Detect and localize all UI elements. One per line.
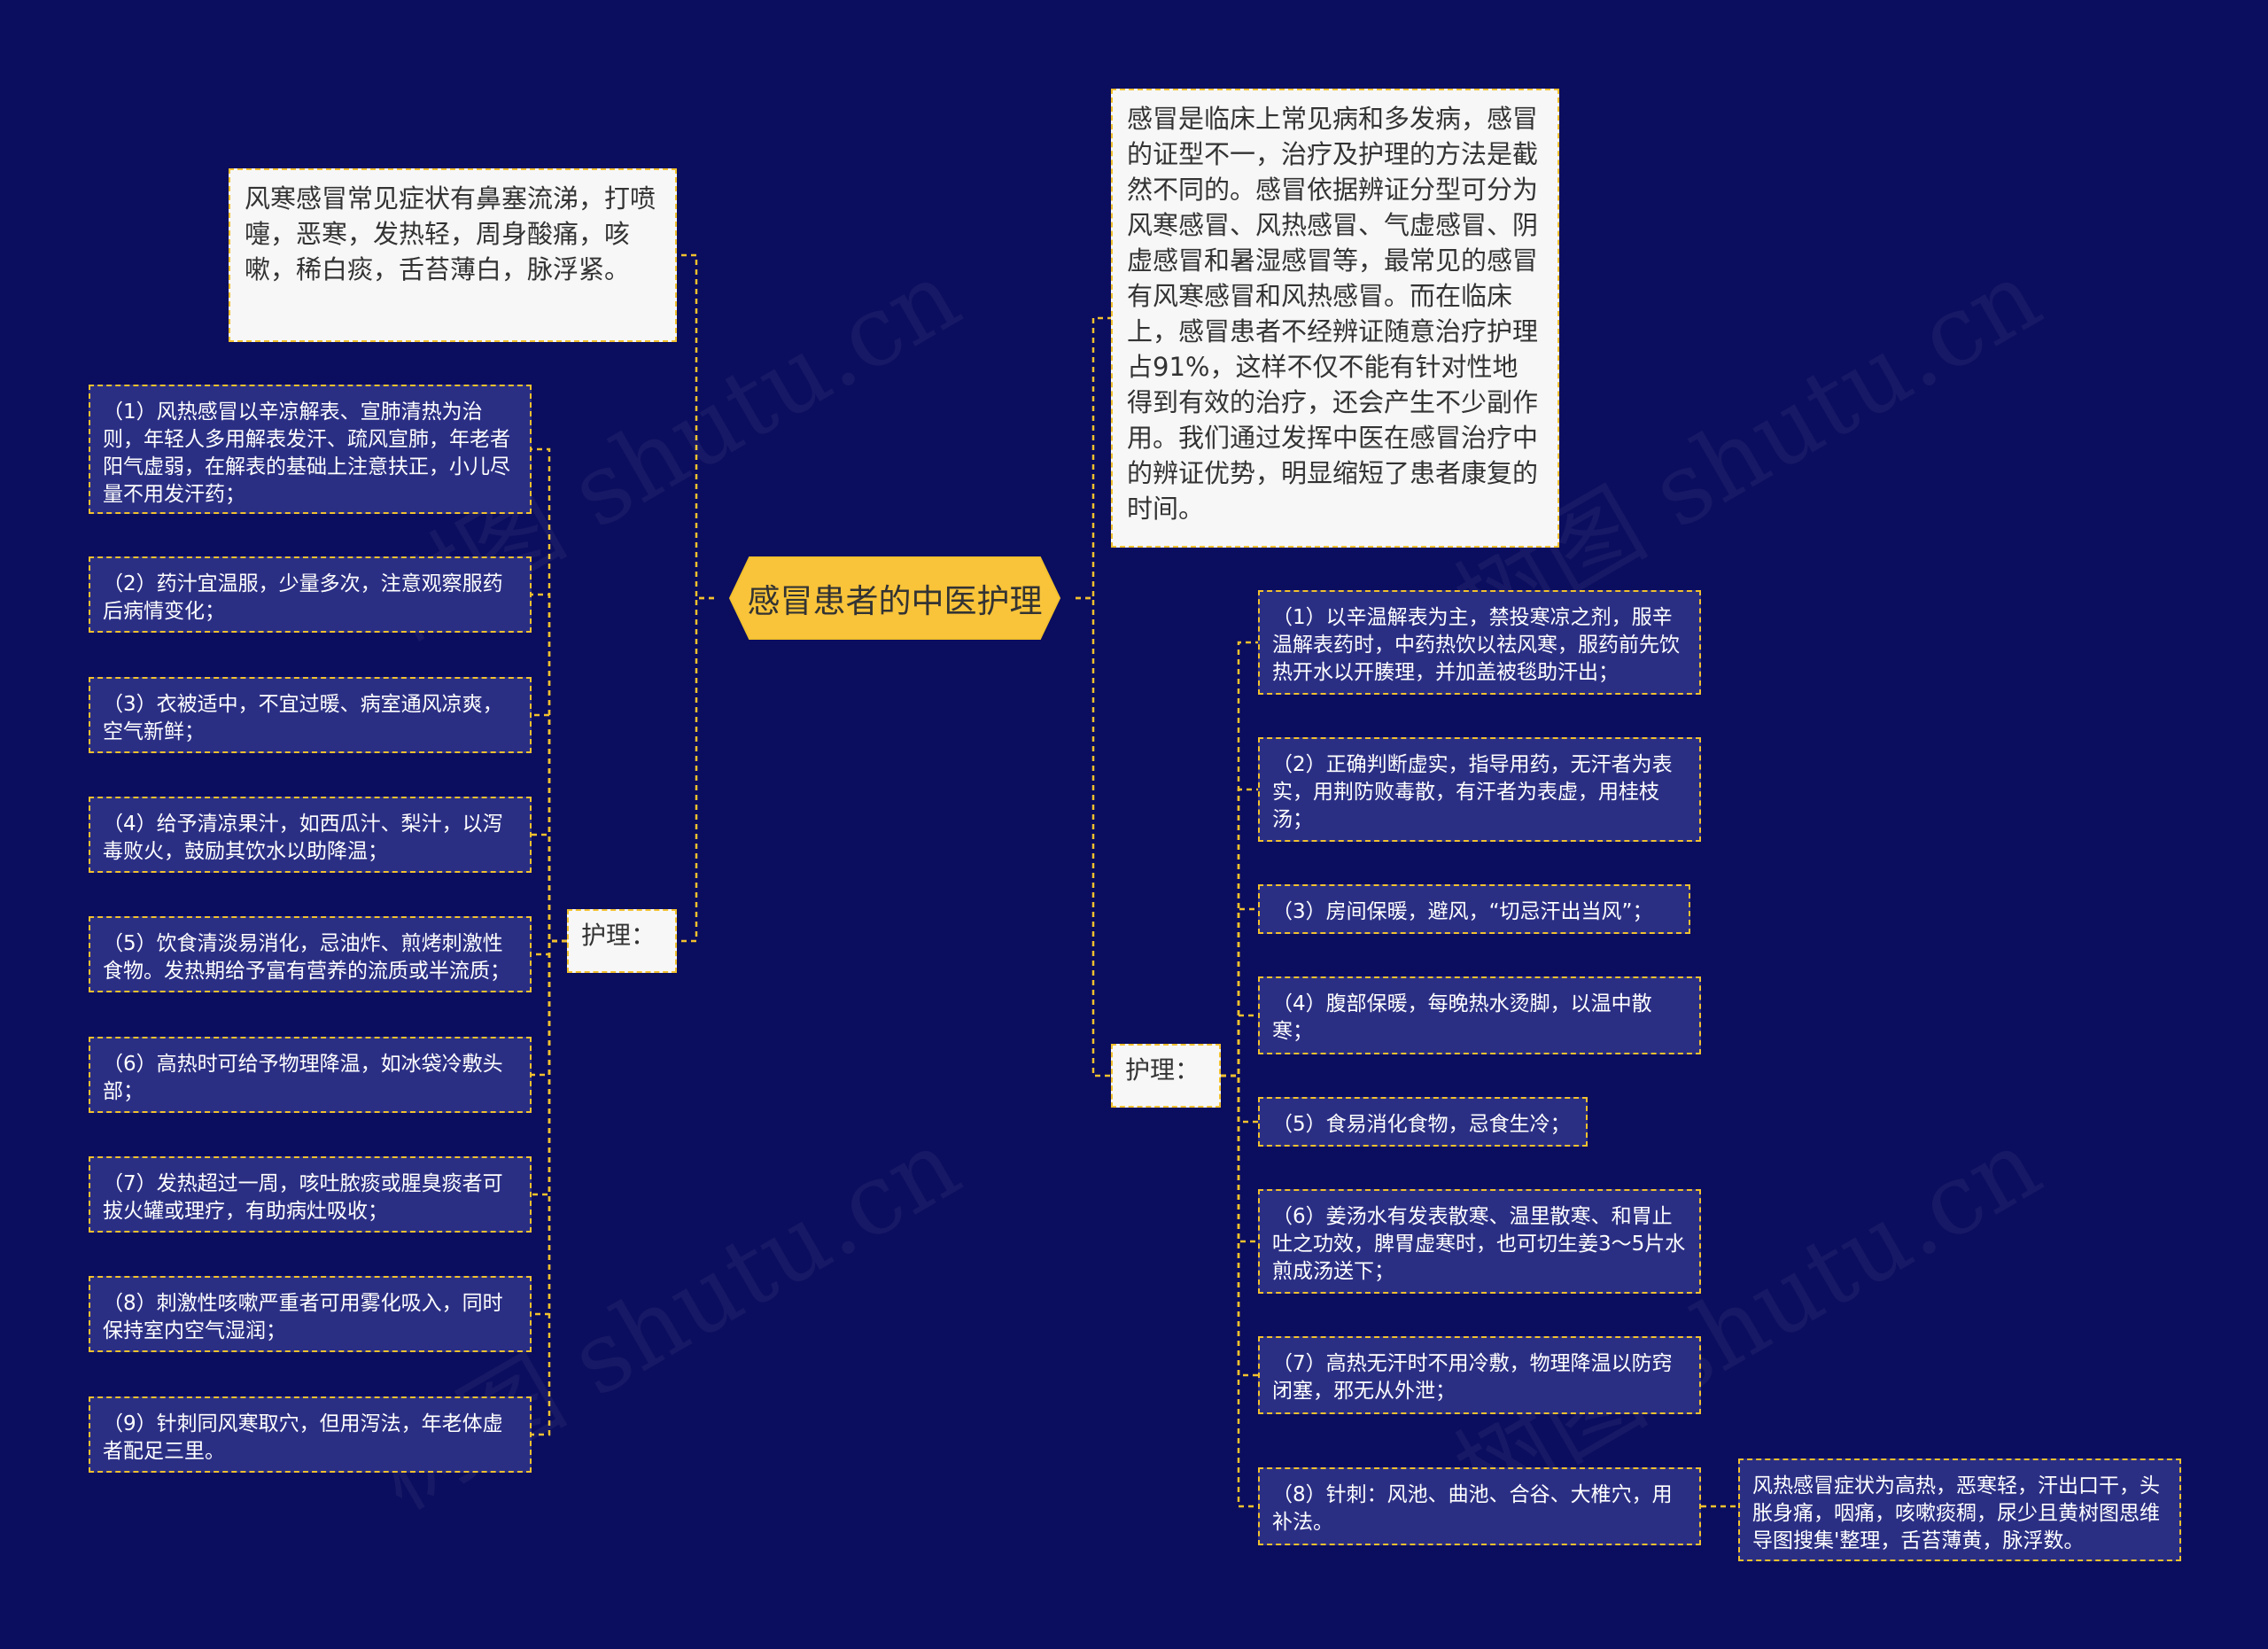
- right-care-item-1[interactable]: （1）以辛温解表为主，禁投寒凉之剂，服辛温解表药时，中药热饮以祛风寒，服药前先饮…: [1258, 590, 1701, 695]
- connector-left-care-item-7: [532, 939, 567, 1196]
- connector-right-care-item-3: [1221, 907, 1258, 1077]
- connector-left-care-item-6: [532, 939, 567, 1077]
- connector-right-care-item-8: [1221, 1074, 1258, 1508]
- left-care-label[interactable]: 护理：: [567, 909, 677, 973]
- root-topic[interactable]: 感冒患者的中医护理: [714, 556, 1076, 641]
- connector-root-right-care: [1076, 596, 1111, 1077]
- left-care-item-4[interactable]: （4）给予清凉果汁，如西瓜汁、梨汁，以泻毒败火，鼓励其饮水以助降温；: [89, 797, 532, 873]
- right-care-item-4[interactable]: （4）腹部保暖，每晚热水烫脚，以温中散寒；: [1258, 976, 1701, 1054]
- connector-left-care-item-2: [532, 593, 567, 943]
- connector-left-care-item-3: [532, 713, 567, 943]
- right-care-item-7[interactable]: （7）高热无汗时不用冷敷，物理降温以防窍闭塞，邪无从外泄；: [1258, 1336, 1701, 1414]
- connector-root-overview: [1076, 316, 1111, 600]
- connector-left-care-item-8: [532, 939, 567, 1316]
- right-care-item-6[interactable]: （6）姜汤水有发表散寒、温里散寒、和胃止吐之功效，脾胃虚寒时，也可切生姜3～5片…: [1258, 1189, 1701, 1294]
- left-care-item-2[interactable]: （2）药汁宜温服，少量多次，注意观察服药后病情变化；: [89, 556, 532, 633]
- left-care-item-1[interactable]: （1）风热感冒以辛凉解表、宣肺清热为治则，年轻人多用解表发汗、疏风宣肺，年老者阳…: [89, 385, 532, 514]
- left-symptoms-node[interactable]: 风寒感冒常见症状有鼻塞流涕，打喷嚏，恶寒，发热轻，周身酸痛，咳嗽，稀白痰，舌苔薄…: [229, 168, 677, 342]
- right-symptoms-node[interactable]: 风热感冒症状为高热，恶寒轻，汗出口干，头胀身痛，咽痛，咳嗽痰稠，尿少且黄树图思维…: [1738, 1458, 2181, 1561]
- root-hexagon-shape: [728, 556, 1061, 640]
- left-care-item-8[interactable]: （8）刺激性咳嗽严重者可用雾化吸入，同时保持室内空气湿润；: [89, 1276, 532, 1352]
- root-title: 感冒患者的中医护理: [747, 582, 1043, 620]
- connector-root-left-symptoms: [677, 253, 714, 600]
- left-care-item-5[interactable]: （5）饮食清淡易消化，忌油炸、煎烤刺激性食物。发热期给予富有营养的流质或半流质；: [89, 916, 532, 992]
- right-care-item-5[interactable]: （5）食易消化食物，忌食生冷；: [1258, 1097, 1588, 1147]
- left-care-item-7[interactable]: （7）发热超过一周，咳吐脓痰或腥臭痰者可拔火罐或理疗，有助病灶吸收；: [89, 1156, 532, 1233]
- connector-left-care-item-4: [532, 833, 567, 943]
- right-care-item-2[interactable]: （2）正确判断虚实，指导用药，无汗者为表实，用荆防败毒散，有汗者为表虚，用桂枝汤…: [1258, 737, 1701, 842]
- connector-right-care-item-4: [1221, 1014, 1258, 1077]
- left-care-item-3[interactable]: （3）衣被适中，不宜过暖、病室通风凉爽，空气新鲜；: [89, 677, 532, 753]
- connector-root-left-care: [677, 596, 714, 943]
- connector-left-care-item-9: [532, 939, 567, 1436]
- right-care-item-3[interactable]: （3）房间保暖，避风，“切忌汗出当风”；: [1258, 884, 1690, 934]
- right-care-item-8[interactable]: （8）针刺：风池、曲池、合谷、大椎穴，用补法。: [1258, 1467, 1701, 1545]
- left-care-item-6[interactable]: （6）高热时可给予物理降温，如冰袋冷敷头部；: [89, 1037, 532, 1113]
- left-care-item-9[interactable]: （9）针刺同风寒取穴，但用泻法，年老体虚者配足三里。: [89, 1396, 532, 1473]
- overview-node[interactable]: 感冒是临床上常见病和多发病，感冒的证型不一，治疗及护理的方法是截然不同的。感冒依…: [1111, 89, 1559, 548]
- right-care-label[interactable]: 护理：: [1111, 1044, 1221, 1108]
